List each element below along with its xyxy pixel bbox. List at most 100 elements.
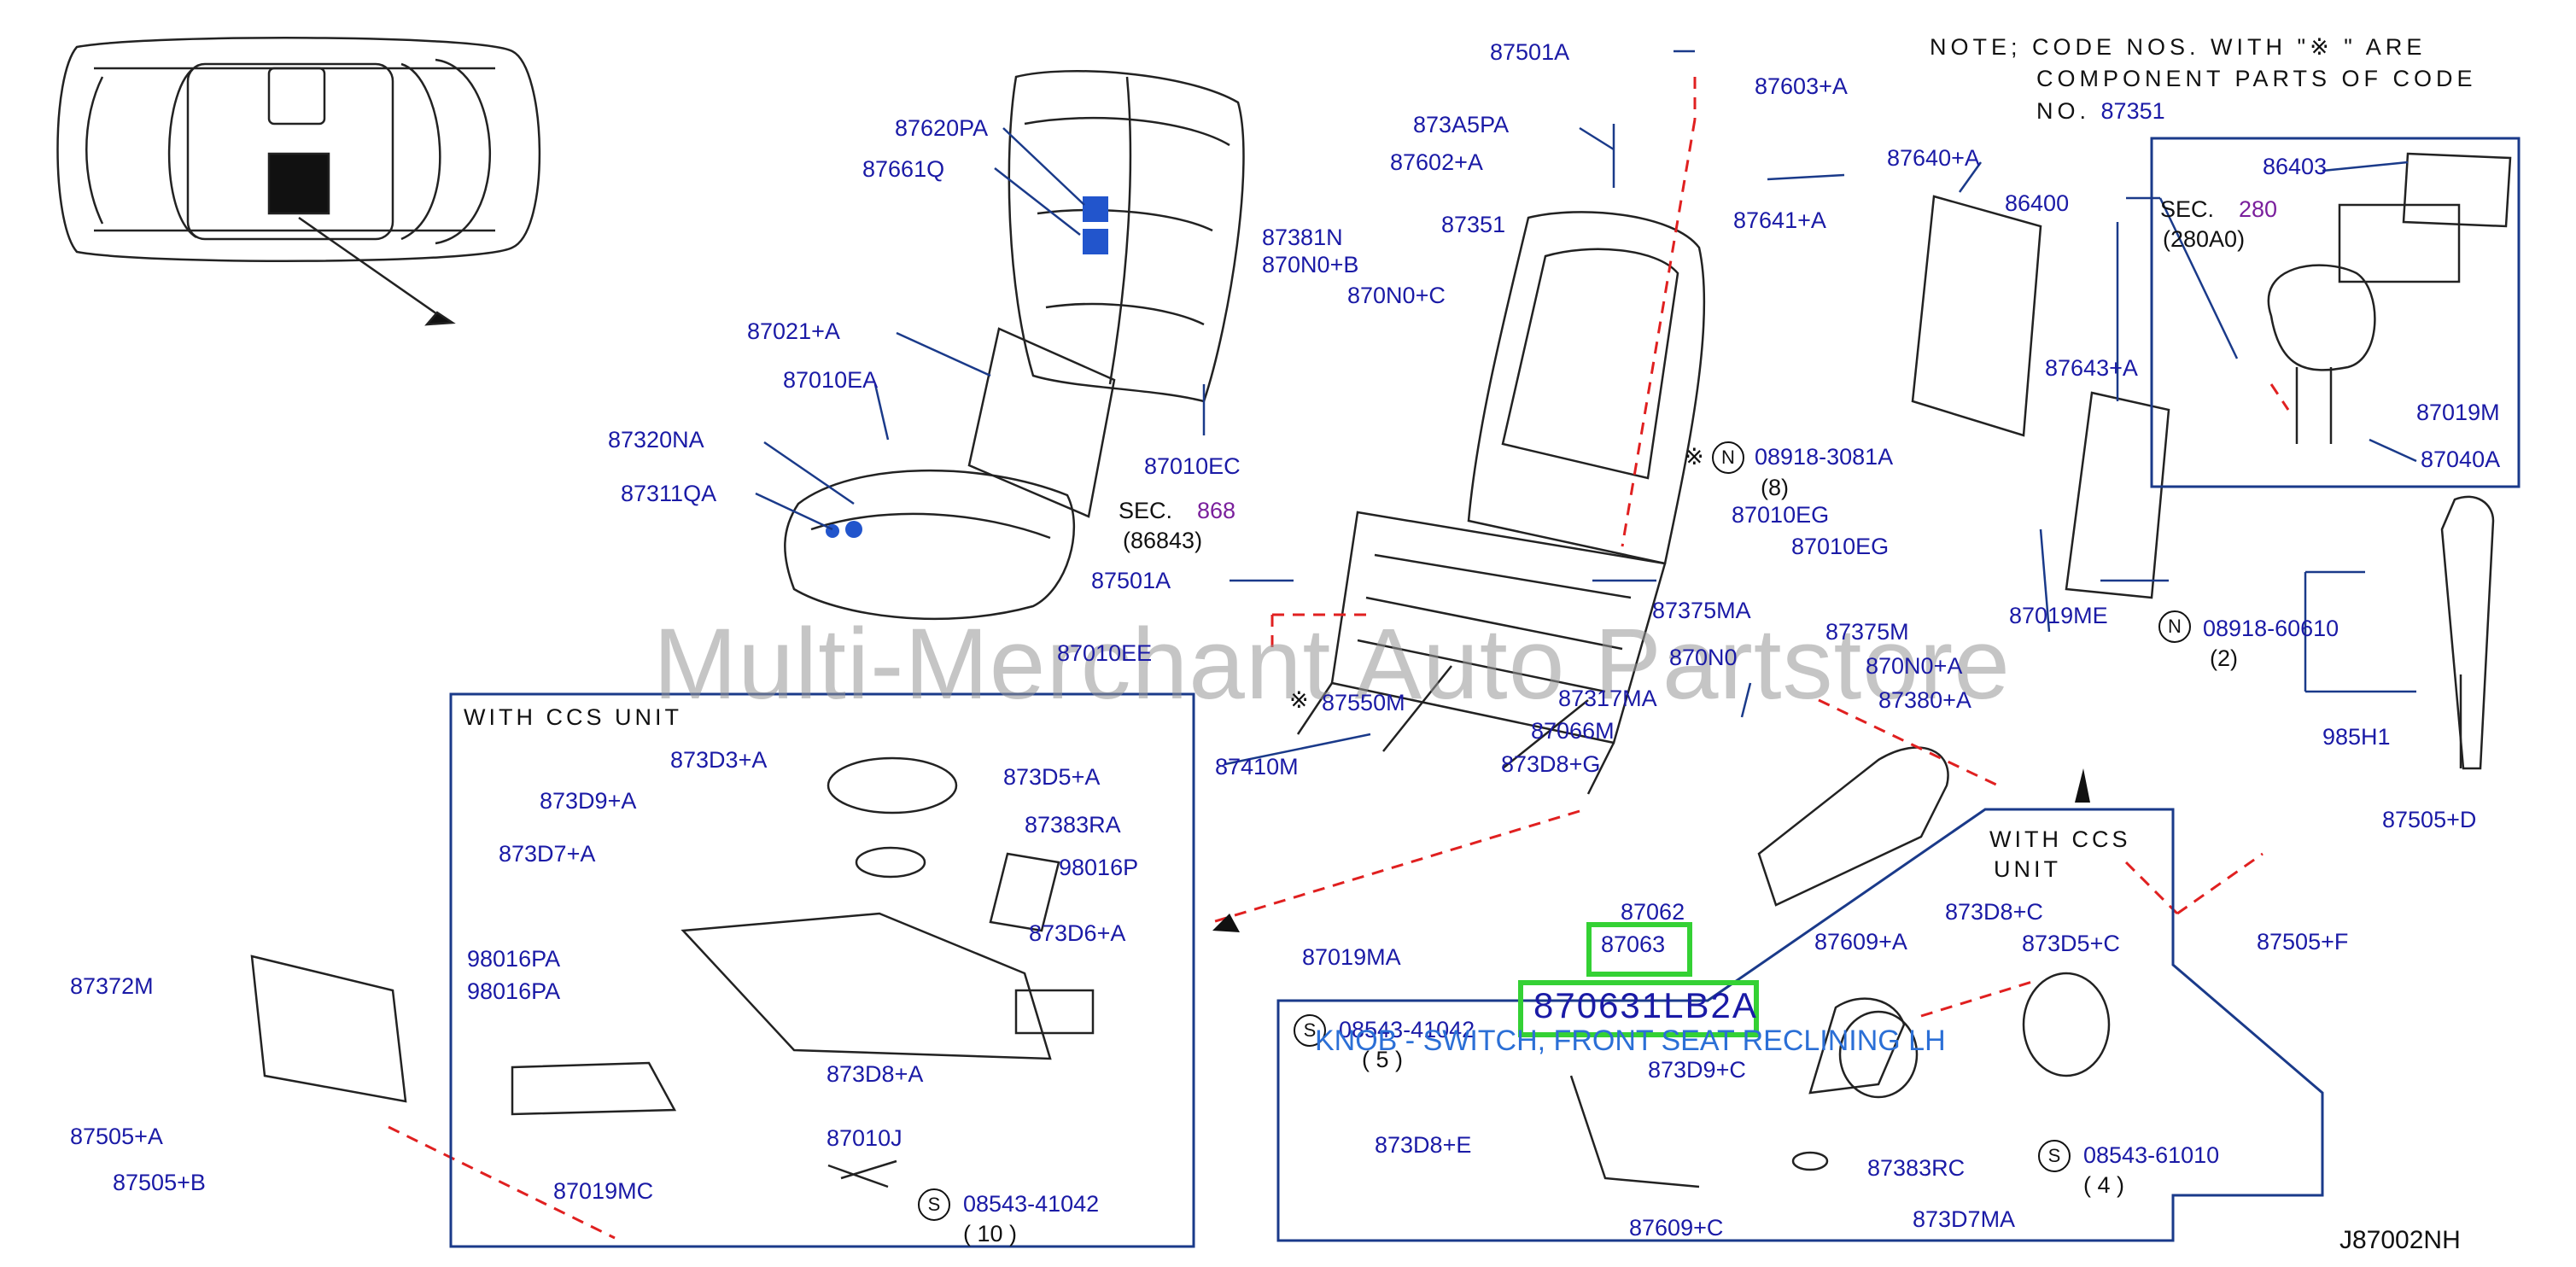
n-marker-1: N bbox=[1712, 441, 1744, 474]
label-873D9A[interactable]: 873D9+A bbox=[540, 788, 637, 814]
popup-description: KNOB - SWITCH, FRONT SEAT RECLINING LH bbox=[1315, 1025, 1946, 1057]
label-87063-highlighted[interactable]: 87063 bbox=[1601, 931, 1666, 957]
with-ccs-unit-box bbox=[1276, 808, 2324, 1242]
label-87040A[interactable]: 87040A bbox=[2421, 447, 2501, 472]
label-87375MA[interactable]: 87375MA bbox=[1652, 598, 1751, 623]
label-98016PA-1[interactable]: 98016PA bbox=[467, 946, 561, 972]
label-985H1[interactable]: 985H1 bbox=[2322, 724, 2391, 750]
with-ccs-title-2: UNIT bbox=[1994, 856, 2061, 882]
label-873D7A[interactable]: 873D7+A bbox=[499, 841, 596, 867]
label-87021A[interactable]: 87021+A bbox=[747, 318, 840, 344]
label-87501A-mid[interactable]: 87501A bbox=[1091, 568, 1171, 593]
label-87620PA[interactable]: 87620PA bbox=[895, 115, 989, 141]
label-873D5A[interactable]: 873D5+A bbox=[1003, 764, 1101, 790]
sec-280-box bbox=[2150, 137, 2521, 488]
label-87643A[interactable]: 87643+A bbox=[2045, 355, 2138, 381]
highlight-box-87063 bbox=[1586, 922, 1692, 977]
label-87505F[interactable]: 87505+F bbox=[2257, 929, 2349, 955]
label-87351[interactable]: 87351 bbox=[1441, 212, 1506, 237]
label-87505B[interactable]: 87505+B bbox=[113, 1170, 206, 1195]
sec-868-link[interactable]: 868 bbox=[1197, 498, 1236, 523]
vehicle-locator bbox=[56, 37, 541, 318]
ccs-unit-box bbox=[449, 692, 1195, 1248]
label-873A5PA[interactable]: 873A5PA bbox=[1413, 112, 1510, 137]
label-87010J[interactable]: 87010J bbox=[827, 1125, 902, 1151]
label-08543-41042-top[interactable]: 08543-41042 bbox=[1339, 1017, 1475, 1042]
seat-cushion bbox=[784, 469, 1075, 621]
label-87320NA[interactable]: 87320NA bbox=[608, 427, 704, 452]
label-87641A[interactable]: 87641+A bbox=[1733, 207, 1826, 233]
label-87602A[interactable]: 87602+A bbox=[1390, 149, 1483, 175]
label-873D8G[interactable]: 873D8+G bbox=[1501, 751, 1601, 777]
s-marker-right: S bbox=[2038, 1140, 2071, 1172]
label-87383RA[interactable]: 87383RA bbox=[1025, 812, 1121, 838]
s-marker-bottom: S bbox=[918, 1188, 950, 1221]
label-87375M[interactable]: 87375M bbox=[1825, 619, 1909, 645]
note-no-prefix: NO. bbox=[2036, 98, 2091, 124]
label-87010EE[interactable]: 87010EE bbox=[1057, 640, 1153, 666]
label-87010EG-2[interactable]: 87010EG bbox=[1791, 534, 1890, 559]
label-873D5C[interactable]: 873D5+C bbox=[2022, 931, 2120, 956]
label-87372M[interactable]: 87372M bbox=[70, 973, 154, 999]
label-87019M[interactable]: 87019M bbox=[2416, 400, 2500, 425]
label-87062[interactable]: 87062 bbox=[1621, 899, 1685, 925]
sec-280-link[interactable]: 280 bbox=[2239, 196, 2278, 222]
label-08543-41042-bottom[interactable]: 08543-41042 bbox=[963, 1191, 1100, 1217]
label-870N0A[interactable]: 870N0+A bbox=[1866, 653, 1963, 679]
label-870N0C[interactable]: 870N0+C bbox=[1347, 283, 1446, 308]
label-87661Q[interactable]: 87661Q bbox=[862, 156, 945, 182]
note-line-2: COMPONENT PARTS OF CODE bbox=[2036, 66, 2477, 91]
label-87550M[interactable]: 87550M bbox=[1322, 690, 1405, 715]
label-87383RC[interactable]: 87383RC bbox=[1867, 1155, 1966, 1181]
label-870N0B[interactable]: 870N0+B bbox=[1262, 252, 1359, 277]
label-86400[interactable]: 86400 bbox=[2005, 190, 2070, 216]
seat-back-cushion bbox=[1008, 70, 1245, 403]
label-87505A[interactable]: 87505+A bbox=[70, 1124, 163, 1149]
label-87066M[interactable]: 87066M bbox=[1531, 718, 1615, 744]
seat-frame bbox=[1296, 211, 1706, 795]
label-873D3A[interactable]: 873D3+A bbox=[670, 747, 768, 773]
with-ccs-title-1: WITH CCS bbox=[1989, 826, 2131, 852]
label-873D8C[interactable]: 873D8+C bbox=[1945, 899, 2043, 925]
label-87010EG-1[interactable]: 87010EG bbox=[1732, 502, 1830, 528]
label-870N0[interactable]: 870N0 bbox=[1669, 645, 1738, 670]
label-87501A-top[interactable]: 87501A bbox=[1490, 39, 1570, 65]
label-87019MA[interactable]: 87019MA bbox=[1302, 944, 1401, 970]
qty-5: ( 5 ) bbox=[1362, 1047, 1404, 1072]
label-87019MC[interactable]: 87019MC bbox=[553, 1178, 654, 1204]
label-873D6A[interactable]: 873D6+A bbox=[1029, 920, 1126, 946]
label-87381N[interactable]: 87381N bbox=[1262, 225, 1343, 250]
sec-280-prefix: SEC. bbox=[2160, 196, 2215, 222]
label-87010EA[interactable]: 87010EA bbox=[783, 367, 879, 393]
label-873D8A[interactable]: 873D8+A bbox=[827, 1061, 924, 1087]
label-08918-3081A[interactable]: 08918-3081A bbox=[1755, 444, 1894, 470]
label-87609C[interactable]: 87609+C bbox=[1629, 1215, 1724, 1241]
label-873D7MA[interactable]: 873D7MA bbox=[1913, 1206, 2016, 1232]
qty-4: ( 4 ) bbox=[2083, 1172, 2125, 1198]
label-87609A[interactable]: 87609+A bbox=[1814, 929, 1907, 955]
label-873D8E[interactable]: 873D8+E bbox=[1375, 1132, 1472, 1158]
popup-part-number[interactable]: 870631LB2A bbox=[1533, 985, 1758, 1025]
label-873D9C[interactable]: 873D9+C bbox=[1648, 1057, 1746, 1083]
label-98016P[interactable]: 98016P bbox=[1059, 855, 1139, 880]
qty-10: ( 10 ) bbox=[963, 1221, 1018, 1247]
label-87410M[interactable]: 87410M bbox=[1215, 754, 1299, 779]
label-87019ME[interactable]: 87019ME bbox=[2009, 603, 2108, 628]
note-line-1: NOTE; CODE NOS. WITH "※ " ARE bbox=[1930, 34, 2427, 60]
label-87603A[interactable]: 87603+A bbox=[1755, 73, 1848, 99]
label-87317MA[interactable]: 87317MA bbox=[1558, 686, 1657, 711]
sec-868-prefix: SEC. bbox=[1119, 498, 1173, 523]
label-86403[interactable]: 86403 bbox=[2263, 154, 2328, 179]
label-87380A[interactable]: 87380+A bbox=[1878, 687, 1971, 713]
label-98016PA-2[interactable]: 98016PA bbox=[467, 978, 561, 1004]
seatback-board bbox=[1911, 195, 2042, 437]
label-08543-61010[interactable]: 08543-61010 bbox=[2083, 1142, 2220, 1168]
highlight-box-popup bbox=[1518, 980, 1759, 1037]
label-87311QA[interactable]: 87311QA bbox=[621, 481, 717, 506]
watermark: Multi-Merchant Auto Partstore bbox=[653, 608, 2011, 721]
label-87010EC[interactable]: 87010EC bbox=[1144, 453, 1241, 479]
label-87640A[interactable]: 87640+A bbox=[1887, 145, 1980, 171]
label-08918-60610[interactable]: 08918-60610 bbox=[2203, 616, 2339, 641]
label-87505D[interactable]: 87505+D bbox=[2382, 807, 2477, 832]
